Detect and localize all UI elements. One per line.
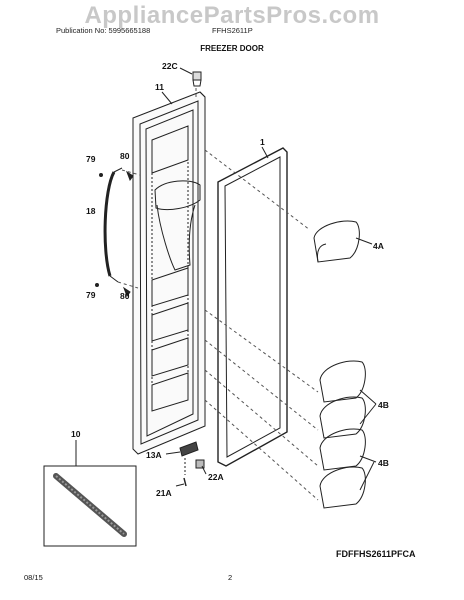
callout-79-top: 79 xyxy=(86,154,96,164)
leader-lines xyxy=(117,88,319,501)
callout-4A: 4A xyxy=(373,241,384,251)
watermark: AppliancePartsPros.com xyxy=(84,2,380,29)
callout-4B-upper: 4B xyxy=(378,400,389,410)
handle-screws xyxy=(95,170,134,298)
callout-leaders xyxy=(161,67,377,491)
publication-number: Publication No: 5995665188 xyxy=(56,26,151,35)
callout-22A: 22A xyxy=(208,472,224,482)
callout-10: 10 xyxy=(71,429,81,439)
section-title: FREEZER DOOR xyxy=(200,44,264,53)
page-number: 2 xyxy=(228,573,233,582)
callout-79-bottom: 79 xyxy=(86,290,96,300)
footer-date: 08/15 xyxy=(24,573,43,582)
callout-80-bottom: 80 xyxy=(120,291,130,301)
model-number: FFHS2611P xyxy=(212,26,253,35)
hinge-bushing-top xyxy=(192,71,202,87)
callout-80-top: 80 xyxy=(120,151,130,161)
callout-22C: 22C xyxy=(162,61,178,71)
gasket-roll-box xyxy=(43,440,137,547)
callout-11: 11 xyxy=(155,82,164,92)
figure-code: FDFFHS2611PFCA xyxy=(336,549,416,559)
freezer-door-panel xyxy=(132,91,206,455)
callout-13A: 13A xyxy=(146,450,162,460)
callout-18: 18 xyxy=(86,206,96,216)
door-gasket xyxy=(217,147,288,467)
bottom-hinge-parts xyxy=(179,441,205,487)
callout-1: 1 xyxy=(260,137,265,147)
door-bins xyxy=(313,220,366,509)
callout-4B-lower: 4B xyxy=(378,458,389,468)
door-handle xyxy=(103,167,123,283)
callout-21A: 21A xyxy=(156,488,172,498)
